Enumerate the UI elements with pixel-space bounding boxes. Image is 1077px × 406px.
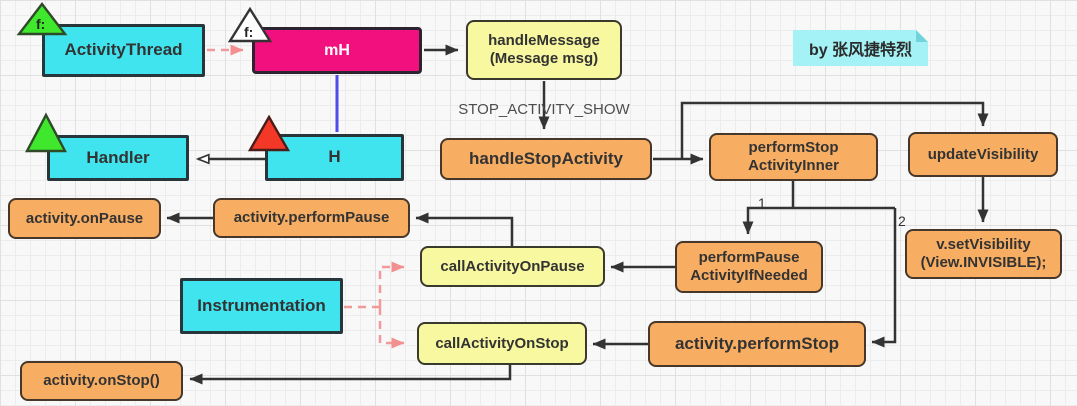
edge-branch2-to-activityperformstop: [871, 208, 897, 348]
node-handle-message[interactable]: handleMessage (Message msg): [466, 20, 622, 80]
node-label-line1: performPause: [698, 249, 800, 266]
node-label-line2: ActivityIfNeeded: [690, 267, 808, 284]
node-label: activity.performStop: [674, 333, 840, 353]
node-call-activity-on-stop[interactable]: callActivityOnStop: [417, 322, 587, 365]
field-marker-label: f:: [244, 24, 253, 40]
node-activity-perform-stop[interactable]: activity.performStop: [648, 321, 866, 367]
edge-branch1-to-performpauseactivityifneeded: [742, 206, 895, 235]
white-triangle-icon[interactable]: f:: [227, 6, 273, 44]
node-instrumentation[interactable]: Instrumentation: [180, 278, 343, 334]
node-update-visibility[interactable]: updateVisibility: [908, 132, 1058, 177]
edge-label-branch-1: 1: [758, 195, 766, 211]
field-marker-label: f:: [36, 16, 45, 32]
author-note-label: by 张风捷特烈: [808, 42, 913, 59]
author-note[interactable]: by 张风捷特烈: [793, 30, 928, 66]
node-label: activity.performPause: [233, 209, 390, 226]
edge-callactivityonpause-to-activityperformpause: [415, 212, 514, 246]
red-triangle-icon[interactable]: [247, 114, 291, 153]
node-activity-perform-pause[interactable]: activity.performPause: [213, 198, 410, 238]
node-perform-pause-activity-if-needed[interactable]: performPause ActivityIfNeeded: [675, 241, 823, 293]
node-label-line2: (Message msg): [489, 50, 599, 67]
green-triangle-icon[interactable]: [24, 112, 68, 154]
edge-branch-to-updatevisibility: [680, 101, 989, 159]
node-label-line2: ActivityInner: [748, 157, 839, 174]
node-handler[interactable]: Handler: [47, 135, 189, 181]
node-perform-stop-activity-inner[interactable]: performStop ActivityInner: [709, 133, 878, 181]
node-activity-thread[interactable]: ActivityThread: [42, 24, 205, 77]
green-triangle-icon[interactable]: f:: [16, 1, 68, 37]
edge-instrumentation-to-callactivityonpause: [378, 261, 405, 307]
node-label: activity.onPause: [25, 209, 144, 227]
edge-instrumentation-to-callactivityonstop: [378, 307, 405, 349]
node-label-line2: (View.INVISIBLE);: [920, 254, 1047, 271]
node-label: H: [328, 147, 341, 167]
node-label: mH: [324, 41, 350, 59]
node-activity-on-stop[interactable]: activity.onStop(): [20, 361, 183, 401]
node-label-line1: performStop: [748, 139, 839, 156]
edge-callactivityonstop-to-activityonstop: [189, 365, 512, 385]
node-label: updateVisibility: [927, 145, 1039, 163]
node-call-activity-on-pause[interactable]: callActivityOnPause: [420, 246, 605, 287]
node-mh[interactable]: mH: [252, 27, 422, 74]
node-label: activity.onStop(): [43, 372, 160, 389]
node-v-set-visibility[interactable]: v.setVisibility (View.INVISIBLE);: [905, 229, 1062, 279]
node-h[interactable]: H: [265, 134, 404, 181]
node-label-line1: v.setVisibility: [936, 236, 1031, 253]
node-label: callActivityOnPause: [440, 257, 585, 275]
node-handle-stop-activity[interactable]: handleStopActivity: [440, 138, 652, 180]
edge-label-branch-2: 2: [898, 213, 906, 229]
node-label-line1: handleMessage: [488, 32, 600, 49]
edge-label-stop-activity-show: STOP_ACTIVITY_SHOW: [458, 101, 630, 118]
node-label: Instrumentation: [197, 295, 326, 315]
node-activity-on-pause[interactable]: activity.onPause: [8, 198, 161, 239]
node-label: handleStopActivity: [469, 148, 623, 168]
node-label: Handler: [86, 147, 150, 167]
node-label: callActivityOnStop: [435, 334, 569, 352]
node-label: ActivityThread: [64, 40, 183, 60]
